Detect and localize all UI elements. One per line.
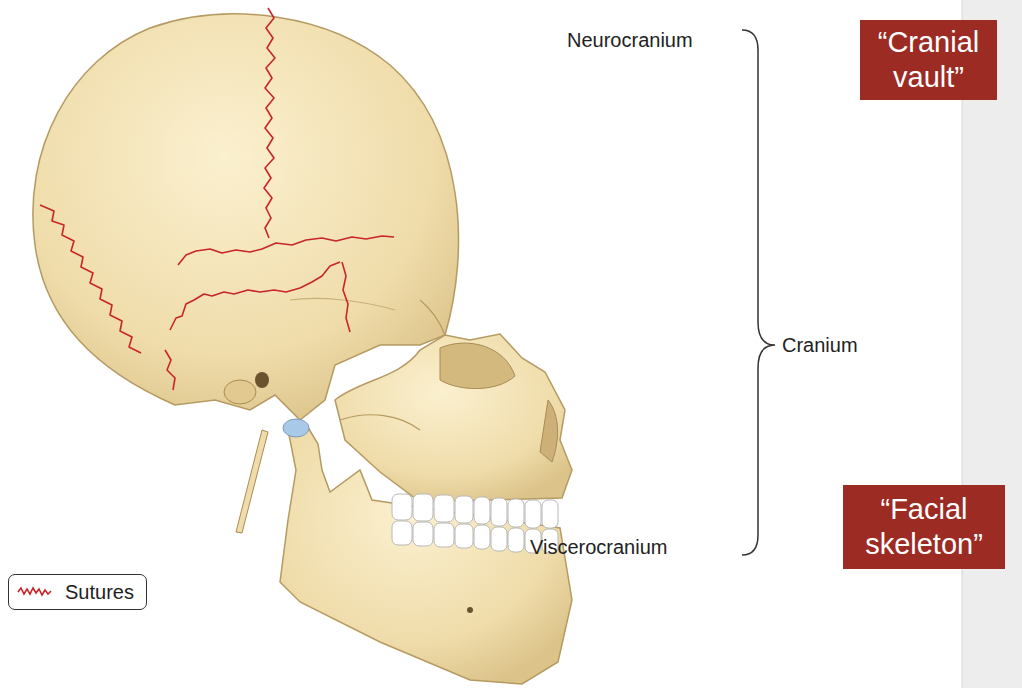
region-label: Cranium [782, 333, 858, 357]
panel-edge [962, 0, 963, 688]
zygomatic-arch [340, 415, 420, 430]
ear-canal [255, 372, 269, 388]
maxilla-zygomatic [335, 334, 572, 502]
region-label: Viscerocranium [530, 535, 667, 559]
mastoid [224, 380, 256, 404]
nasal-aperture [540, 400, 558, 462]
side-panel [962, 0, 1022, 688]
orbit [440, 343, 515, 389]
legend-text: Sutures [65, 581, 134, 604]
region-label: Neurocranium [567, 28, 693, 52]
bone-edge [420, 300, 445, 335]
styloid-process [236, 430, 268, 533]
suture-sample [17, 585, 53, 599]
grouping-brace [742, 30, 775, 555]
term-text: “Facial skeleton” [849, 492, 999, 562]
mental-foramen [467, 607, 473, 613]
articular-disc [283, 419, 309, 437]
suture-sample-line [18, 588, 51, 595]
suture-lines [40, 8, 394, 390]
temporal-line [290, 298, 395, 310]
term-box: “Facial skeleton” [843, 485, 1005, 569]
term-text: “Cranial vault” [866, 25, 991, 95]
neurocranium-bone [33, 14, 459, 420]
term-box: “Cranial vault” [860, 20, 997, 100]
legend: Sutures [8, 574, 147, 610]
